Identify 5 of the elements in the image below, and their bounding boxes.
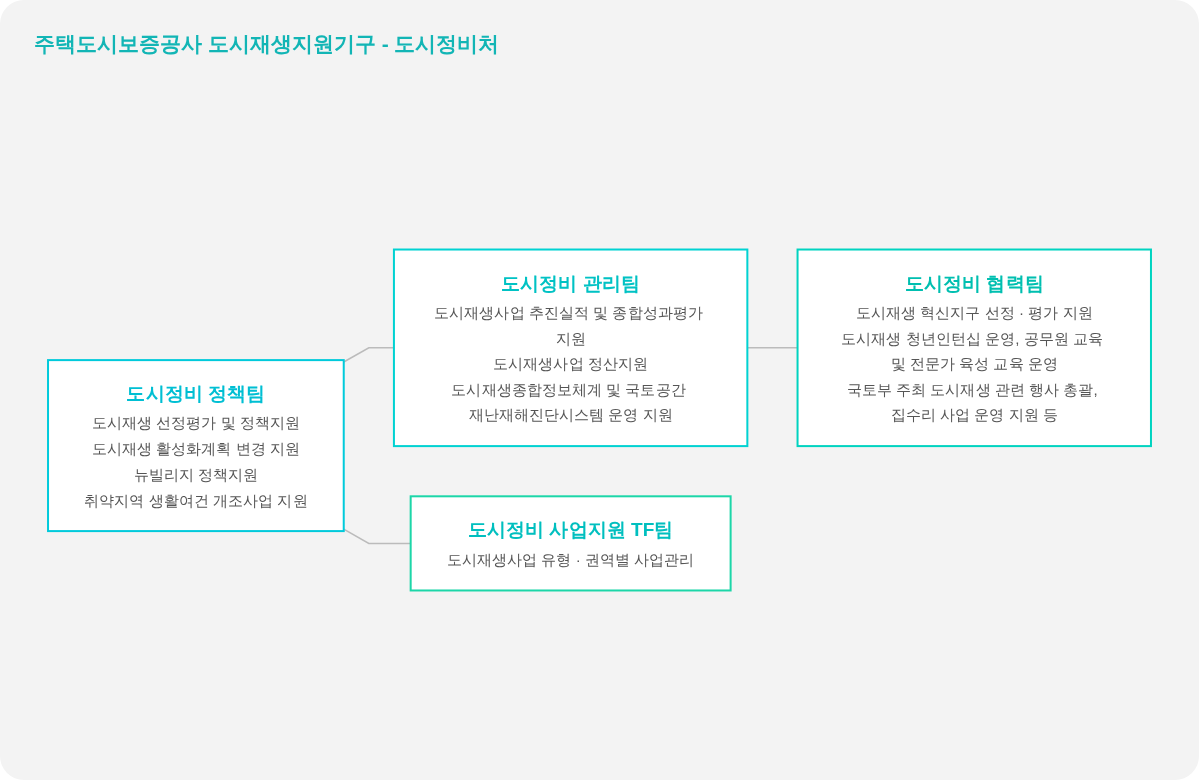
- title: 주택도시보증공사 도시재생지원기구 - 도시정비처: [34, 31, 500, 57]
- node-box: 도시정비 사업지원 TF팀 도시재생사업 유형 · 권역별 사업관리: [409, 495, 732, 592]
- node-box: 도시정비 협력팀 도시재생 혁신지구 선정 · 평가 지원 도시재생 청년인턴십 운영, 공무원 교육 및 전문가 육성 교육 운영 국토부 주최 도시재생 관련 행사 총괄, 집수리 사업 운영 지원 등: [796, 248, 1152, 448]
- node-box: 도시정비 관리팀 도시재생사업 추진실적 및 종합성과평가 지원 도시재생사업 정산지원 도시재생종합정보체계 및 국토공간 재난재해진단시스템 운영 지원: [392, 248, 749, 448]
- node-box: 도시정비 정책팀 도시재생 선정평가 및 정책지원 도시재생 활성화계획 변경 지원 뉴빌리지 정책지원 취약지역 생활여건 개조사업 지원: [47, 359, 345, 533]
